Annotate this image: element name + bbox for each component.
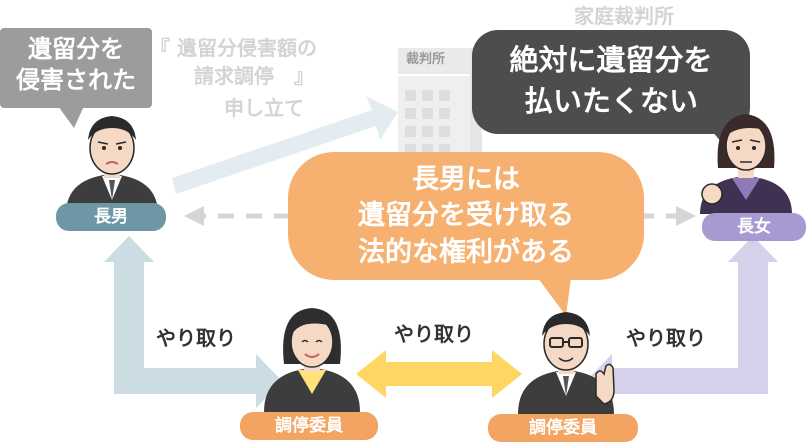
- daughter-label: 長女: [702, 213, 806, 241]
- request-arrow: [172, 96, 398, 194]
- daughter-avatar-icon: [700, 114, 792, 214]
- son-speech-line-2: 侵害された: [16, 66, 136, 95]
- request-line-2: 請求調停 』: [194, 64, 314, 88]
- mediator-speech-bubble: [288, 152, 644, 316]
- mediator-right-label: 調停委員: [488, 414, 638, 442]
- request-line-1: 『 遺留分侵害額の: [150, 36, 317, 60]
- daughter-speech-line-1: 絶対に遺留分を: [509, 43, 713, 77]
- son-label: 長男: [56, 203, 166, 231]
- son-avatar-icon: [66, 116, 158, 214]
- court-name: 家庭裁判所: [574, 4, 674, 28]
- exchange-center-label: やり取り: [394, 322, 474, 346]
- daughter-speech-line-2: 払いたくない: [523, 83, 698, 118]
- mediator-left-label: 調停委員: [240, 412, 378, 440]
- daughter-speech-text: 絶対に遺留分を 払いたくない: [472, 40, 750, 121]
- exchange-left-label: やり取り: [156, 326, 236, 350]
- mediator-left-avatar-icon: [264, 308, 360, 412]
- court-sign: 裁判所: [406, 52, 446, 67]
- mediator-statement-line-1: 長男には: [412, 164, 520, 195]
- son-speech-bubble: [0, 28, 152, 128]
- son-speech-text: 遺留分を 侵害された: [0, 34, 152, 96]
- mediator-right-avatar-icon: [518, 312, 615, 414]
- mediator-statement-line-2: 遺留分を受け取る: [358, 200, 574, 232]
- mediator-statement-line-3: 法的な権利がある: [358, 236, 574, 268]
- mediator-statement-text: 長男には 遺留分を受け取る 法的な権利がある: [288, 162, 644, 271]
- request-line-3: 申し立て: [224, 96, 304, 120]
- exchange-arrow-left: [104, 236, 282, 408]
- son-speech-line-1: 遺留分を: [28, 35, 124, 63]
- exchange-right-label: やり取り: [626, 326, 706, 350]
- exchange-arrow-center: [356, 350, 522, 398]
